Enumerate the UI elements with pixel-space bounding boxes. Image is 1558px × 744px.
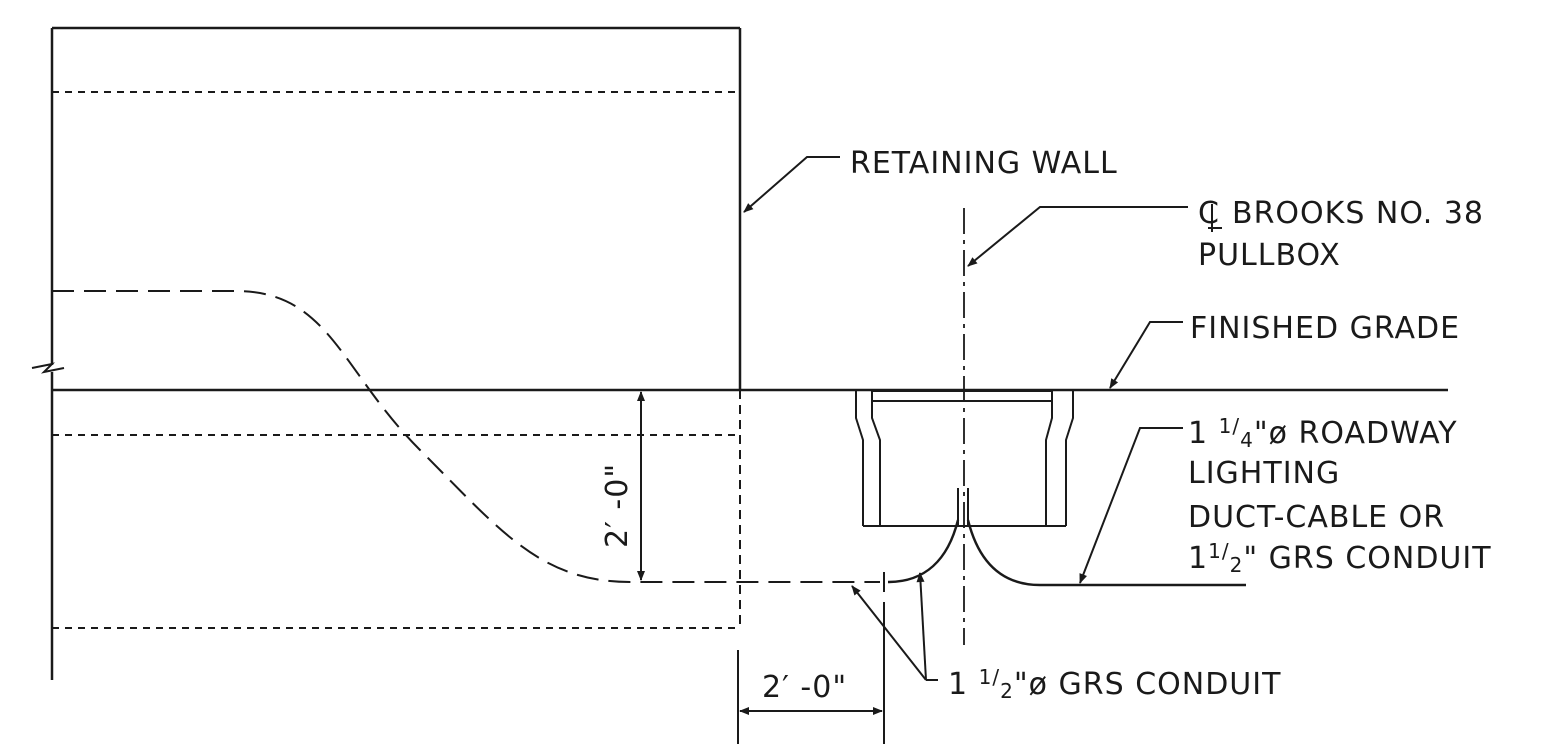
brooks-pullbox-label-line2: PULLBOX [1198,238,1341,273]
grs-conduit-label: 1 1/2"ø GRS CONDUIT [948,665,1281,703]
svg-text:C: C [1198,196,1220,231]
conduit-hidden-curve [52,290,880,583]
vertical-dimension-label: 2′ -0" [600,463,635,548]
finished-grade-label: FINISHED GRADE [1190,311,1460,346]
retaining-wall-label: RETAINING WALL [850,146,1118,181]
retaining-wall [31,26,742,680]
roadway-conduit-right [966,519,1246,587]
retaining-wall-callout: RETAINING WALL [743,146,1118,213]
grs-conduit-callout: 1 1/2"ø GRS CONDUIT [851,572,1281,703]
roadway-label-line3: DUCT-CABLE OR [1188,500,1445,535]
brooks-pullbox-label-line1: BROOKS NO. 38 [1232,196,1484,231]
roadway-label-line1: 1 1/4"ø ROADWAY [1188,414,1458,452]
roadway-label-line4: 11/2" GRS CONDUIT [1188,539,1492,577]
horizontal-dimension: 2′ -0" [739,670,883,715]
pullbox-callout: C BROOKS NO. 38 PULLBOX [967,196,1484,273]
break-symbol [31,362,65,374]
roadway-lighting-callout: 1 1/4"ø ROADWAY LIGHTING DUCT-CABLE OR 1… [1079,414,1492,584]
centerline-icon: C [1198,196,1222,232]
vertical-dimension: 2′ -0" [600,391,645,581]
finished-grade-callout: FINISHED GRADE [1109,311,1460,389]
grs-conduit-left [887,519,960,584]
horizontal-dimension-label: 2′ -0" [762,670,847,705]
roadway-label-line2: LIGHTING [1188,456,1340,491]
pullbox [855,390,1074,527]
